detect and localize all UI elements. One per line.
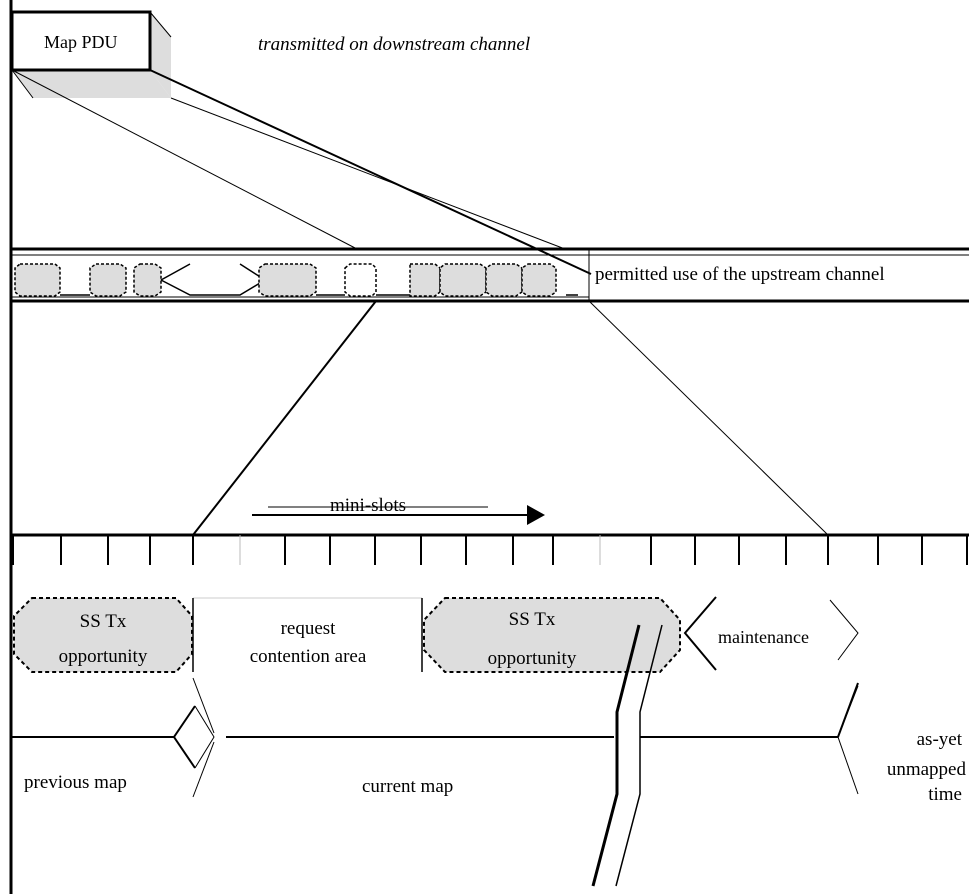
previous-map-end-bracket (172, 705, 196, 769)
request-line2: contention area (250, 646, 367, 667)
upstream-slot-shapes (14, 263, 578, 297)
maintenance-right-bracket (829, 599, 859, 661)
unmapped-line3: time (928, 784, 962, 805)
request-line1: request (281, 618, 337, 639)
ss-tx-2-line2: opportunity (488, 648, 577, 669)
pdu-projection-line (11, 69, 358, 250)
map-edge-tick (192, 741, 215, 798)
map-edge-tick (192, 677, 215, 734)
ss-tx-2-line1: SS Tx (509, 609, 556, 630)
ss-tx-opportunity-1 (13, 597, 193, 673)
ss-tx-opportunity-2 (423, 597, 681, 673)
maintenance-label: maintenance (718, 627, 809, 647)
ss-tx-1-line1: SS Tx (80, 611, 127, 632)
time-break-lines (591, 624, 663, 887)
current-map-label: current map (362, 776, 453, 797)
mini-slots-label: mini-slots (330, 495, 406, 516)
previous-map-label: previous map (24, 772, 127, 793)
pdu-projection-line (149, 69, 592, 275)
upstream-channel-strip (11, 247, 969, 303)
pdu-projection-line (170, 97, 566, 250)
unmapped-start-bracket (837, 685, 859, 795)
strip-projection-line (588, 300, 829, 536)
unmapped-line2: unmapped (887, 759, 967, 780)
map-pdu-box (10, 10, 172, 99)
slot-ruler-ticks (12, 535, 968, 565)
downstream-caption: transmitted on downstream channel (258, 34, 530, 55)
current-map-start-bracket (194, 705, 215, 769)
upstream-label: permitted use of the upstream channel (595, 264, 885, 285)
strip-projection-line (192, 300, 377, 536)
ss-tx-1-line2: opportunity (59, 646, 148, 667)
maintenance-left-bracket (683, 596, 717, 671)
map-pdu-label: Map PDU (44, 32, 118, 52)
unmapped-line1: as-yet (917, 729, 963, 750)
unmapped-tick (837, 682, 859, 738)
mini-slots-arrow-head (527, 505, 545, 525)
